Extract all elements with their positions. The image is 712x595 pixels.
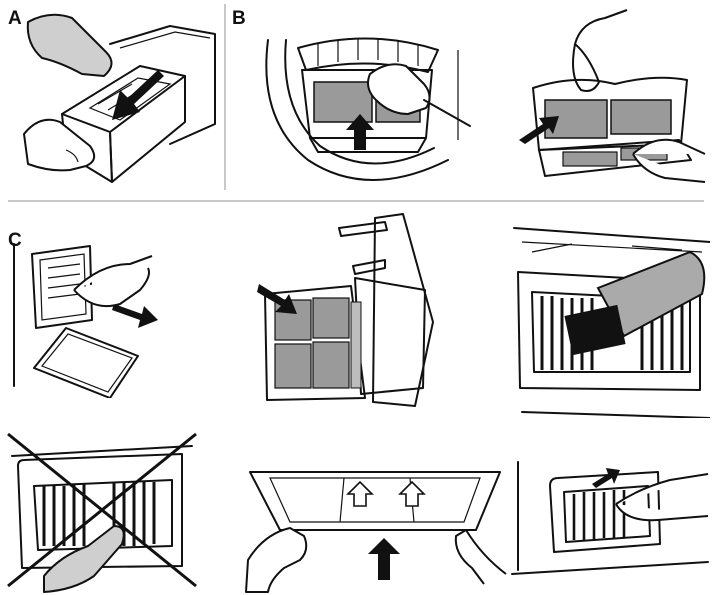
arrow-icon [519,116,559,144]
glove-hand-icon [43,525,125,593]
hand-icon [73,255,153,308]
arrow-icon [257,284,297,314]
panel-a-remove-drawer [20,4,220,190]
cross-icon [7,432,197,588]
arrow-up-icon [346,114,374,150]
arrow-icon [592,468,620,488]
panel-c-vacuum [512,222,710,418]
divider-horizontal [8,200,704,202]
glove-hand-icon [26,13,113,77]
hand-icon [572,9,628,92]
arrow-icon [112,70,164,120]
divider-vertical [224,4,226,190]
panel-c-insert-filter [244,464,508,595]
hand-icon [245,527,308,593]
step-label-a: A [8,8,22,29]
step-label-c: C [8,230,22,251]
panel-c-forbidden [4,426,200,594]
panel-b-filter-drum [258,30,478,190]
brush-icon [564,304,626,356]
hand-icon [23,118,96,172]
step-label-b: B [232,8,246,29]
hand-icon [632,138,706,183]
arrow-up-outline-icon [398,480,426,507]
hand-icon [454,529,507,585]
arrow-up-icon [368,538,400,580]
panel-c-dirty-filter [255,212,445,408]
panel-b-open-filter [515,4,710,190]
hand-icon [367,63,431,115]
panel-c-close-door [508,458,710,588]
panel-c-pull-frame [10,228,180,398]
arrow-icon [112,304,158,328]
hand-icon [615,473,709,522]
arrow-up-outline-icon [346,480,374,507]
